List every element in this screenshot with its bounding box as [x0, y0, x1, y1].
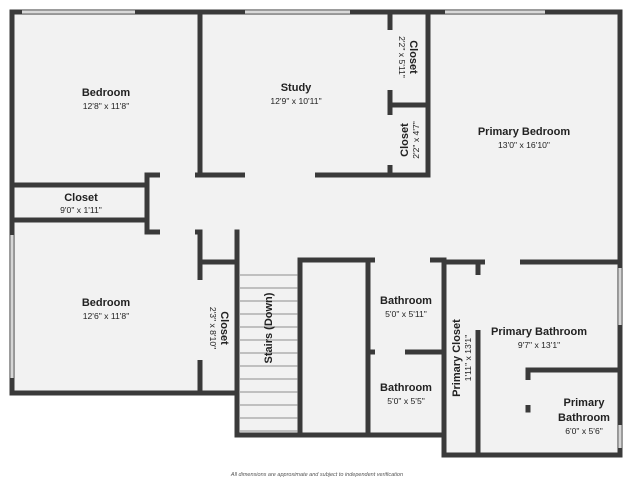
closet-hall-label: Closet 9'0" x 1'11": [60, 192, 102, 215]
primary-bathroom-small-name-2: Bathroom: [558, 412, 610, 424]
primary-closet-dim: 1'11" x 13'1": [463, 335, 473, 382]
primary-bedroom-dim: 13'0" x 16'10": [498, 140, 550, 150]
primary-bathroom-name: Primary Bathroom: [491, 326, 587, 338]
primary-bathroom-small-label: Primary Bathroom 6'0" x 5'6": [558, 397, 610, 436]
closet-hall-dim: 9'0" x 1'11": [60, 205, 102, 215]
primary-bedroom-label: Primary Bedroom 13'0" x 16'10": [478, 126, 571, 150]
study-name: Study: [281, 82, 312, 94]
bedroom-bottom-dim: 12'6" x 11'8": [83, 311, 130, 321]
closet-side-name: Closet: [218, 311, 230, 345]
study-dim: 12'9" x 10'11": [270, 96, 321, 106]
closet-mid-name: Closet: [399, 123, 411, 157]
closet-side-label: Closet 2'3" x 8'10": [208, 307, 230, 349]
bedroom-bottom-name: Bedroom: [82, 297, 131, 309]
footer-disclaimer: All dimensions are approximate and subje…: [230, 472, 403, 478]
primary-bathroom-small-name-1: Primary: [564, 397, 606, 409]
bedroom-top-label: Bedroom 12'8" x 11'8": [82, 87, 131, 111]
bathroom-bottom-name: Bathroom: [380, 382, 432, 394]
stairs-label: Stairs (Down): [263, 292, 275, 363]
stairs-name: Stairs (Down): [263, 292, 275, 363]
study-label: Study 12'9" x 10'11": [270, 82, 321, 106]
bedroom-top-name: Bedroom: [82, 87, 131, 99]
primary-bedroom-name: Primary Bedroom: [478, 126, 571, 138]
primary-bathroom-dim: 9'7" x 13'1": [518, 340, 560, 350]
closet-top-name: Closet: [407, 40, 419, 74]
bathroom-bottom-dim: 5'0" x 5'5": [387, 396, 425, 406]
primary-bathroom-small-dim: 6'0" x 5'6": [565, 426, 603, 436]
primary-bathroom-label: Primary Bathroom 9'7" x 13'1": [491, 326, 587, 350]
primary-closet-name: Primary Closet: [451, 319, 463, 397]
primary-closet-label: Primary Closet 1'11" x 13'1": [451, 319, 473, 397]
closet-top-dim: 2'2" x 5'11": [397, 36, 407, 78]
closet-mid-label: Closet 2'2" x 4'7": [399, 121, 421, 159]
closet-top-label: Closet 2'2" x 5'11": [397, 36, 419, 78]
closet-side-dim: 2'3" x 8'10": [208, 307, 218, 349]
bedroom-bottom-label: Bedroom 12'6" x 11'8": [82, 297, 131, 321]
stairs-treads: [240, 274, 298, 432]
bathroom-bottom-label: Bathroom 5'0" x 5'5": [380, 382, 432, 406]
door-openings: [160, 30, 531, 405]
windows: [10, 10, 622, 448]
closet-mid-dim: 2'2" x 4'7": [411, 121, 421, 159]
bathroom-top-dim: 5'0" x 5'11": [385, 309, 427, 319]
bathroom-top-name: Bathroom: [380, 295, 432, 307]
closet-hall-name: Closet: [64, 192, 98, 204]
room-fills: [12, 12, 620, 455]
bathroom-top-label: Bathroom 5'0" x 5'11": [380, 295, 432, 319]
bedroom-top-dim: 12'8" x 11'8": [83, 101, 130, 111]
